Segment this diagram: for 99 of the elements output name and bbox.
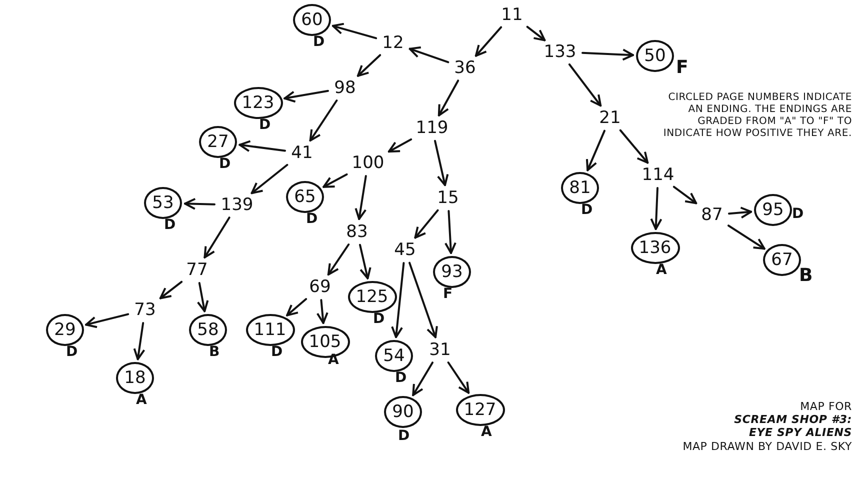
circled-page-number: 125 bbox=[348, 281, 396, 313]
arrow bbox=[568, 63, 602, 107]
arrow bbox=[309, 100, 338, 142]
circled-page-number: 18 bbox=[116, 362, 154, 394]
circled-page-number: 90 bbox=[384, 396, 422, 428]
arrow bbox=[238, 140, 286, 152]
circled-page-number: 67 bbox=[763, 244, 801, 276]
arrow bbox=[354, 175, 367, 220]
credit-text: MAP FOR bbox=[800, 400, 852, 414]
arrow bbox=[444, 210, 456, 254]
page-number: 69 bbox=[306, 277, 334, 297]
arrow bbox=[85, 313, 130, 328]
ending-grade: D bbox=[219, 157, 231, 171]
arrow bbox=[159, 280, 183, 300]
page-number: 133 bbox=[540, 42, 580, 62]
arrow bbox=[286, 298, 308, 316]
ending-grade: A bbox=[481, 425, 492, 439]
page-number: 114 bbox=[638, 165, 678, 185]
arrow bbox=[586, 130, 606, 172]
arrow bbox=[650, 187, 662, 230]
page-number: 15 bbox=[434, 188, 462, 208]
arrow bbox=[412, 362, 434, 396]
circled-page-number: 65 bbox=[286, 181, 324, 213]
arrow bbox=[474, 26, 502, 57]
ending-grade: B bbox=[799, 267, 813, 285]
ending-grade: D bbox=[373, 312, 385, 326]
arrow bbox=[359, 244, 372, 280]
page-number: 73 bbox=[131, 300, 159, 320]
circled-page-number: 50 bbox=[636, 40, 674, 72]
ending-grade: D bbox=[792, 207, 804, 221]
arrow bbox=[327, 244, 350, 276]
circled-page-number: 58 bbox=[189, 314, 227, 346]
page-number: 41 bbox=[288, 143, 316, 163]
ending-grade: D bbox=[66, 345, 78, 359]
ending-grade: F bbox=[676, 59, 688, 77]
ending-grade: D bbox=[395, 371, 407, 385]
circled-page-number: 93 bbox=[433, 256, 471, 288]
page-number: 45 bbox=[391, 240, 419, 260]
ending-grade: D bbox=[259, 118, 271, 132]
page-number: 139 bbox=[218, 195, 256, 215]
ending-grade: D bbox=[164, 218, 176, 232]
circled-page-number: 29 bbox=[46, 314, 84, 346]
arrow bbox=[414, 209, 439, 239]
ending-grade: D bbox=[313, 35, 325, 49]
ending-grade: D bbox=[306, 212, 318, 226]
page-number: 98 bbox=[331, 78, 359, 98]
page-number: 87 bbox=[698, 205, 726, 225]
page-number: 83 bbox=[343, 222, 371, 242]
page-number: 21 bbox=[596, 108, 624, 128]
arrow bbox=[250, 164, 288, 194]
arrow bbox=[728, 224, 766, 250]
arrow bbox=[447, 362, 470, 394]
circled-page-number: 27 bbox=[199, 126, 237, 158]
ending-grade: D bbox=[581, 203, 593, 217]
circled-page-number: 53 bbox=[144, 187, 182, 219]
ending-grade: A bbox=[136, 393, 147, 407]
legend-note: CIRCLED PAGE NUMBERS INDICATE AN ENDING. THE ENDINGS ARE GRADED FROM "A" TO "F" TO INDICATE HOW POSITIVE THEY ARE. bbox=[662, 92, 852, 140]
arrow bbox=[133, 322, 146, 360]
arrow bbox=[184, 198, 216, 210]
circled-page-number: 111 bbox=[246, 314, 294, 346]
ending-grade: D bbox=[398, 429, 410, 443]
circled-page-number: 81 bbox=[561, 172, 599, 204]
arrow bbox=[204, 216, 230, 258]
arrow bbox=[672, 186, 698, 204]
page-number: 11 bbox=[498, 5, 526, 25]
page-number: 119 bbox=[412, 118, 452, 138]
arrow bbox=[284, 90, 329, 103]
circled-page-number: 54 bbox=[375, 340, 413, 372]
arrow bbox=[526, 26, 546, 42]
arrow bbox=[316, 299, 328, 324]
page-number: 100 bbox=[348, 153, 388, 173]
page-number: 12 bbox=[379, 33, 407, 53]
circled-page-number: 60 bbox=[293, 4, 331, 36]
page-number: 77 bbox=[183, 260, 211, 280]
circled-page-number: 127 bbox=[456, 394, 504, 426]
arrow bbox=[619, 129, 649, 164]
arrow bbox=[322, 173, 348, 188]
arrow bbox=[434, 140, 449, 186]
circled-page-number: 123 bbox=[234, 87, 282, 119]
arrow bbox=[582, 48, 634, 61]
page-number: 31 bbox=[426, 340, 454, 360]
arrow bbox=[356, 54, 382, 77]
circled-page-number: 95 bbox=[754, 194, 792, 226]
arrow bbox=[388, 138, 412, 153]
arrow bbox=[408, 262, 438, 338]
arrow bbox=[408, 46, 450, 64]
credit-text: MAP DRAWN BY DAVID E. SKY bbox=[682, 440, 852, 453]
ending-grade: A bbox=[656, 263, 667, 277]
circled-page-number: 136 bbox=[630, 232, 680, 264]
page-number: 36 bbox=[451, 58, 479, 78]
arrow bbox=[196, 282, 209, 312]
arrow bbox=[438, 80, 460, 116]
ending-grade: F bbox=[443, 287, 453, 301]
credit-text: SCREAM SHOP #3: EYE SPY ALIENS bbox=[733, 413, 852, 440]
arrow bbox=[332, 22, 378, 40]
ending-grade: D bbox=[271, 345, 283, 359]
arrow bbox=[391, 262, 405, 338]
arrow bbox=[728, 206, 752, 219]
ending-grade: B bbox=[209, 345, 220, 359]
